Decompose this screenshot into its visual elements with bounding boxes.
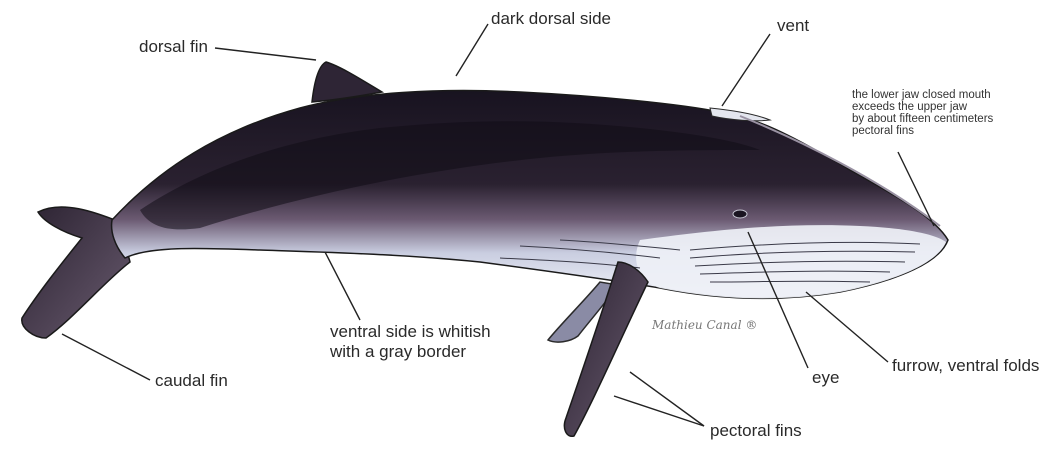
artist-signature: Mathieu Canal ®: [652, 318, 757, 332]
leader-ventral: [325, 252, 360, 320]
label-ventral-side: ventral side is whitish with a gray bord…: [330, 322, 491, 362]
label-pectoral-fins: pectoral fins: [710, 421, 802, 441]
label-ventral-line2: with a gray border: [330, 342, 491, 362]
label-vent: vent: [777, 16, 809, 36]
label-ventral-line1: ventral side is whitish: [330, 322, 491, 342]
label-dorsal-fin: dorsal fin: [139, 37, 208, 57]
label-lower-jaw-line1: the lower jaw closed mouth: [852, 89, 993, 101]
leader-dark-dorsal: [456, 24, 488, 76]
label-lower-jaw: the lower jaw closed mouth exceeds the u…: [852, 89, 993, 137]
leader-pectoral-2: [614, 396, 704, 426]
label-lower-jaw-line2: exceeds the upper jaw: [852, 101, 993, 113]
leader-furrow: [806, 292, 888, 362]
leader-vent: [722, 34, 770, 106]
label-dark-dorsal-side: dark dorsal side: [491, 9, 611, 29]
label-lower-jaw-line3: by about fifteen centimeters: [852, 113, 993, 125]
leader-dorsal-fin: [215, 48, 316, 60]
label-eye: eye: [812, 368, 839, 388]
eye-shape: [733, 210, 747, 218]
label-caudal-fin: caudal fin: [155, 371, 228, 391]
label-furrow: furrow, ventral folds: [892, 356, 1039, 376]
leader-pectoral-1: [630, 372, 704, 426]
label-lower-jaw-line4: pectoral fins: [852, 125, 993, 137]
leader-caudal: [62, 334, 150, 380]
